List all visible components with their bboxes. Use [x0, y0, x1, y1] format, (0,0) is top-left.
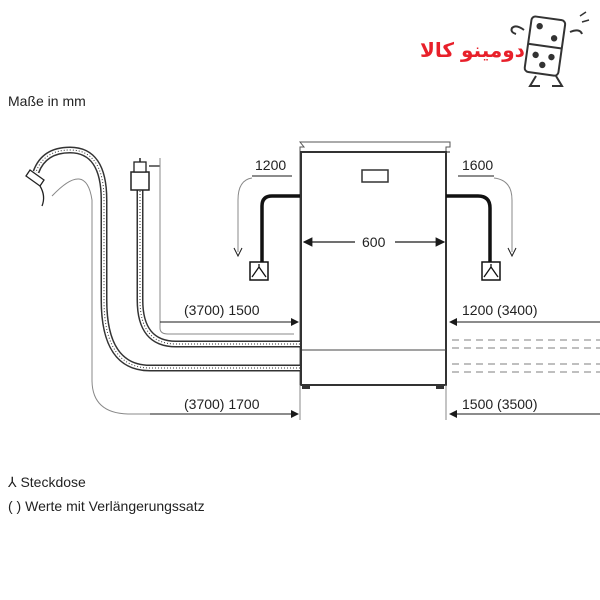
right-lower-hose-label: 1500 (3500)	[462, 396, 538, 412]
inlet-hose	[130, 158, 300, 348]
left-drain-hose	[233, 175, 300, 262]
logo-mascot-icon	[510, 11, 590, 87]
socket-symbol: ⅄	[8, 474, 17, 490]
socket-label: Steckdose	[20, 474, 86, 490]
right-drain-height-label: 1600	[462, 157, 494, 173]
extension-symbol: ( )	[8, 498, 22, 514]
right-hose-routing	[452, 339, 600, 373]
left-socket-icon	[249, 261, 269, 281]
legend-extension: ( ) Werte mit Verlängerungssatz	[8, 498, 205, 514]
left-upper-hose-label: (3700) 1500	[184, 302, 260, 318]
legend-socket: ⅄ Steckdose	[8, 474, 86, 491]
width-label: 600	[362, 234, 386, 250]
right-socket-icon	[481, 261, 501, 281]
extension-label: Werte mit Verlängerungssatz	[25, 498, 205, 514]
dishwasher-outline	[298, 141, 451, 389]
drain-hose	[25, 146, 300, 415]
units-title: Maße in mm	[8, 93, 86, 109]
right-drain-hose	[446, 175, 517, 262]
left-drain-height-label: 1200	[255, 157, 287, 173]
right-upper-hose-label: 1200 (3400)	[462, 302, 538, 318]
left-lower-hose-label: (3700) 1700	[184, 396, 260, 412]
logo-text: دومینو کالا	[420, 38, 525, 62]
logo: دومینو کالا	[420, 10, 590, 90]
